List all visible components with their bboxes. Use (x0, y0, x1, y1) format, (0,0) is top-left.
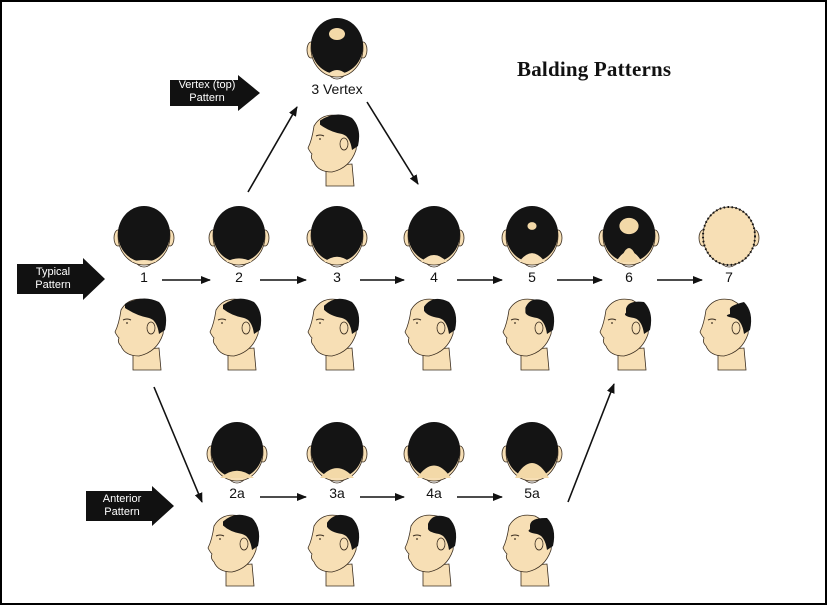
top-view-head-icon (306, 422, 368, 484)
stage-label: 5 (528, 269, 536, 285)
top-view-head-icon (403, 422, 465, 484)
side-view-head-icon (404, 514, 457, 587)
side-view-head-icon (307, 298, 360, 371)
top-view-head-icon (698, 206, 760, 268)
stage-label: 6 (625, 269, 633, 285)
top-view-head-icon (501, 422, 563, 484)
side-view-head-icon (307, 114, 360, 187)
side-view-head-icon (404, 298, 457, 371)
right-arrow-callout-icon (86, 486, 174, 526)
stage-label: 4a (426, 485, 442, 501)
progression-arrow (153, 386, 203, 503)
stage-label: 1 (140, 269, 148, 285)
side-view-head-icon (502, 298, 555, 371)
anterior-pattern-callout: Anterior Pattern (86, 486, 174, 526)
stage-label: 2 (235, 269, 243, 285)
side-view-head-icon (599, 298, 652, 371)
stage-label: 3a (329, 485, 345, 501)
side-view-head-icon (502, 514, 555, 587)
diagram-title: Balding Patterns (517, 57, 672, 81)
top-view-head-icon (113, 206, 175, 268)
top-view-head-icon (208, 206, 270, 268)
stage-label: 2a (229, 485, 245, 501)
side-view-head-icon (114, 298, 167, 371)
side-view-head-icon (209, 298, 262, 371)
anterior-pattern-label: Anterior Pattern (102, 493, 142, 518)
vertex-pattern-callout: Vertex (top) Pattern (170, 75, 260, 111)
top-view-head-icon (598, 206, 660, 268)
side-view-head-icon (699, 298, 752, 371)
stage-label: 4 (430, 269, 438, 285)
side-view-head-icon (307, 514, 360, 587)
top-view-head-icon (306, 206, 368, 268)
side-view-head-icon (207, 514, 260, 587)
stage-label: 7 (725, 269, 733, 285)
right-arrow-callout-icon (170, 75, 260, 111)
progression-arrow (247, 106, 298, 193)
vertex-pattern-label: Vertex (top) Pattern (178, 79, 236, 104)
top-view-head-icon (403, 206, 465, 268)
stage-label: 3 (333, 269, 341, 285)
typical-pattern-label: Typical Pattern (35, 266, 71, 291)
top-view-head-icon (206, 422, 268, 484)
stage-label: 5a (524, 485, 540, 501)
top-view-head-icon (501, 206, 563, 268)
top-view-head-icon (306, 18, 368, 80)
stage-label: 3 Vertex (311, 81, 363, 97)
progression-arrow (366, 101, 419, 185)
right-arrow-callout-icon (17, 258, 105, 300)
progression-arrow (567, 383, 615, 503)
typical-pattern-callout: Typical Pattern (17, 258, 105, 300)
